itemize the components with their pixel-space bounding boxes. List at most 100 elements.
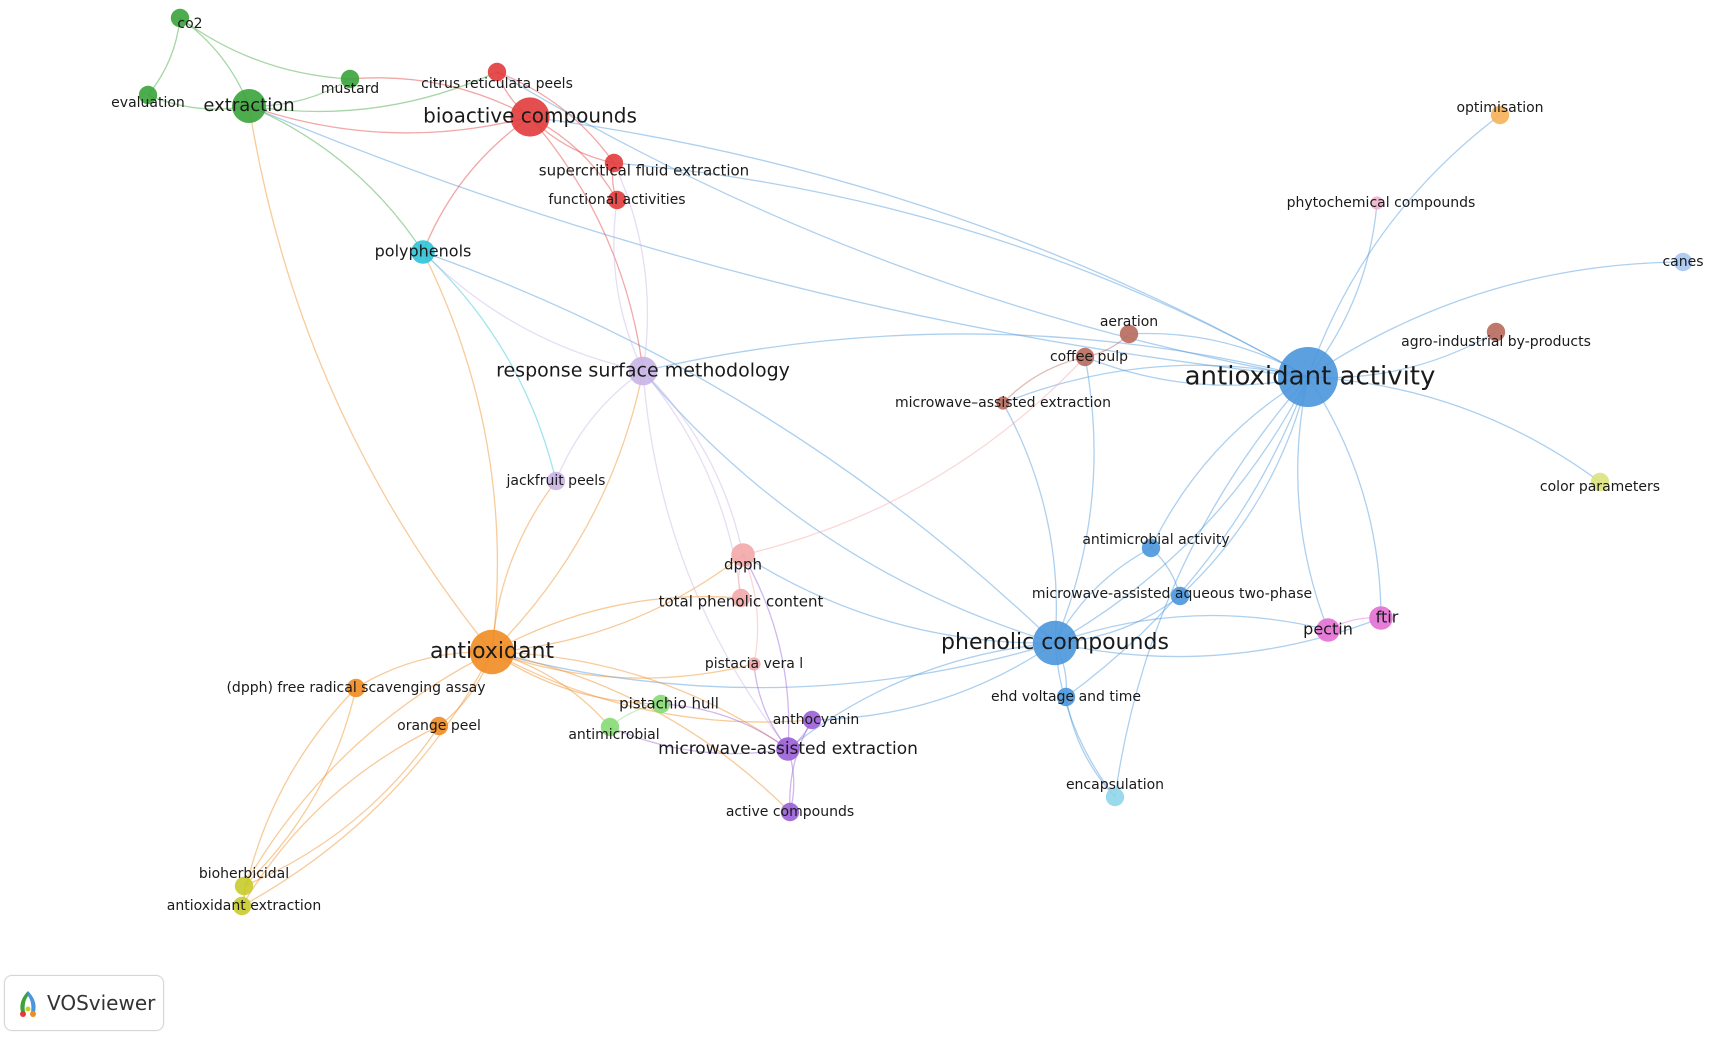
- label-extraction: extraction: [203, 95, 294, 116]
- node-jackfruit_peels[interactable]: [546, 471, 566, 491]
- link-antioxidant_activity-supercritical_fluid_extraction: [613, 162, 1309, 378]
- link-phenolic_compounds-antioxidant: [491, 642, 1056, 689]
- node-phytochemical_compounds[interactable]: [1370, 196, 1384, 210]
- label-canes: canes: [1662, 254, 1703, 270]
- link-antioxidant_activity-encapsulation: [1114, 376, 1309, 798]
- node-bioherbicidal[interactable]: [234, 876, 254, 896]
- link-antioxidant-active_compounds: [491, 651, 791, 813]
- label-pistacia_vera_l: pistacia vera l: [705, 656, 803, 672]
- node-microwave_assisted_aqueous_two_phase[interactable]: [1170, 586, 1190, 606]
- node-agro_industrial_by_products[interactable]: [1486, 322, 1506, 342]
- link-antioxidant-polyphenols: [422, 251, 499, 653]
- node-pectin[interactable]: [1316, 618, 1340, 642]
- link-antioxidant_activity-color_parameters: [1307, 376, 1601, 483]
- node-dpph[interactable]: [731, 543, 755, 567]
- network-links: [147, 17, 1684, 907]
- label-evaluation: evaluation: [111, 95, 185, 111]
- link-bioactive_compounds-extraction: [248, 105, 531, 134]
- node-aeration[interactable]: [1119, 324, 1139, 344]
- link-phenolic_compounds-response_surface_methodology: [642, 370, 1056, 644]
- link-bioactive_compounds-polyphenols: [422, 116, 531, 253]
- link-antioxidant_activity-phenolic_compounds: [1054, 376, 1309, 644]
- label-microwave_assisted_extraction: microwave-assisted extraction: [658, 739, 918, 759]
- label-ftir: ftir: [1376, 608, 1399, 627]
- link-citrus_reticulata_peels-supercritical_fluid_extraction: [496, 71, 615, 164]
- node-antimicrobial_activity[interactable]: [1141, 538, 1161, 558]
- vosviewer-badge[interactable]: VOSviewer: [4, 975, 164, 1031]
- node-coffee_pulp[interactable]: [1075, 347, 1095, 367]
- node-color_parameters[interactable]: [1590, 472, 1610, 492]
- link-antioxidant-response_surface_methodology: [491, 370, 644, 653]
- network-nodes: [138, 8, 1693, 916]
- label-polyphenols: polyphenols: [375, 242, 472, 261]
- node-evaluation[interactable]: [138, 85, 158, 105]
- link-microwave_assisted_extraction-antimicrobial: [609, 726, 789, 755]
- node-functional_activities[interactable]: [607, 190, 627, 210]
- node-encapsulation[interactable]: [1105, 787, 1125, 807]
- vosviewer-brand-label: VOSviewer: [47, 991, 156, 1015]
- node-citrus_reticulata_peels[interactable]: [487, 62, 507, 82]
- label-co2: co2: [177, 16, 202, 32]
- link-antioxidant_activity-pectin: [1297, 376, 1329, 631]
- link-response_surface_methodology-jackfruit_peels: [555, 370, 644, 482]
- link-antioxidant_activity-microwave_assisted_extraction_2: [1002, 364, 1309, 404]
- node-microwave_assisted_extraction[interactable]: [776, 737, 800, 761]
- node-microwave_assisted_extraction_2[interactable]: [996, 396, 1010, 410]
- label-antioxidant_extraction: antioxidant extraction: [167, 898, 321, 914]
- node-active_compounds[interactable]: [780, 802, 800, 822]
- link-phenolic_compounds-anthocyanin: [811, 642, 1056, 721]
- link-antioxidant_activity-response_surface_methodology: [642, 333, 1309, 378]
- label-antioxidant_activity: antioxidant activity: [1185, 362, 1436, 392]
- link-antioxidant_activity-citrus_reticulata_peels: [496, 71, 1309, 378]
- label-bioactive_compounds: bioactive compounds: [423, 104, 637, 128]
- node-extraction[interactable]: [232, 89, 266, 123]
- link-antioxidant-microwave_assisted_extraction: [491, 651, 789, 750]
- node-mustard[interactable]: [340, 69, 360, 89]
- node-optimisation[interactable]: [1490, 105, 1510, 125]
- node-bioactive_compounds[interactable]: [510, 97, 550, 137]
- node-antioxidant[interactable]: [469, 629, 515, 675]
- node-antimicrobial[interactable]: [600, 717, 620, 737]
- link-co2-evaluation: [147, 17, 181, 96]
- label-encapsulation: encapsulation: [1066, 777, 1164, 793]
- node-total_phenolic_content[interactable]: [731, 588, 751, 608]
- label-mustard: mustard: [321, 81, 379, 97]
- node-ehd_voltage_and_time[interactable]: [1056, 687, 1076, 707]
- label-bioherbicidal: bioherbicidal: [199, 866, 289, 882]
- link-phenolic_compounds-microwave_assisted_extraction_2: [1002, 402, 1058, 644]
- node-dpph_free_radical_scavenging_assay[interactable]: [346, 678, 366, 698]
- node-response_surface_methodology[interactable]: [628, 356, 658, 386]
- label-aeration: aeration: [1100, 314, 1158, 330]
- node-pistacia_vera_l[interactable]: [747, 657, 761, 671]
- label-ehd_voltage_and_time: ehd voltage and time: [991, 689, 1141, 705]
- link-antioxidant_activity-antimicrobial_activity: [1150, 376, 1309, 549]
- link-antioxidant-jackfruit_peels: [491, 480, 557, 653]
- label-coffee_pulp: coffee pulp: [1050, 349, 1128, 365]
- node-orange_peel[interactable]: [429, 716, 449, 736]
- link-dpph_free_radical_scavenging_assay-antioxidant_extraction: [241, 687, 357, 907]
- link-antioxidant_activity-microwave_assisted_aqueous_two_phase: [1179, 376, 1309, 597]
- link-phenolic_compounds-polyphenols: [422, 251, 1056, 644]
- node-antioxidant_activity[interactable]: [1278, 347, 1338, 407]
- link-response_surface_methodology-dpph: [642, 370, 744, 556]
- link-microwave_assisted_extraction-pistachio_hull: [660, 703, 789, 750]
- link-orange_peel-antioxidant_extraction: [241, 725, 440, 907]
- label-microwave_assisted_aqueous_two_phase: microwave-assisted aqueous two-phase: [1032, 586, 1312, 602]
- node-supercritical_fluid_extraction[interactable]: [604, 153, 624, 173]
- vosviewer-logo-icon: [20, 991, 36, 1017]
- link-extraction-citrus_reticulata_peels: [248, 71, 498, 113]
- node-antioxidant_extraction[interactable]: [232, 896, 252, 916]
- node-canes[interactable]: [1673, 252, 1693, 272]
- node-phenolic_compounds[interactable]: [1032, 620, 1078, 666]
- link-phenolic_compounds-pectin: [1054, 614, 1329, 644]
- node-co2[interactable]: [170, 8, 190, 28]
- node-pistachio_hull[interactable]: [651, 694, 671, 714]
- link-dpph_free_radical_scavenging_assay-bioherbicidal: [243, 687, 357, 887]
- label-functional_activities: functional activities: [548, 192, 685, 208]
- label-response_surface_methodology: response surface methodology: [496, 360, 790, 382]
- link-response_surface_methodology-functional_activities: [613, 199, 644, 372]
- node-polyphenols[interactable]: [411, 240, 435, 264]
- node-anthocyanin[interactable]: [802, 710, 822, 730]
- node-ftir[interactable]: [1369, 606, 1393, 630]
